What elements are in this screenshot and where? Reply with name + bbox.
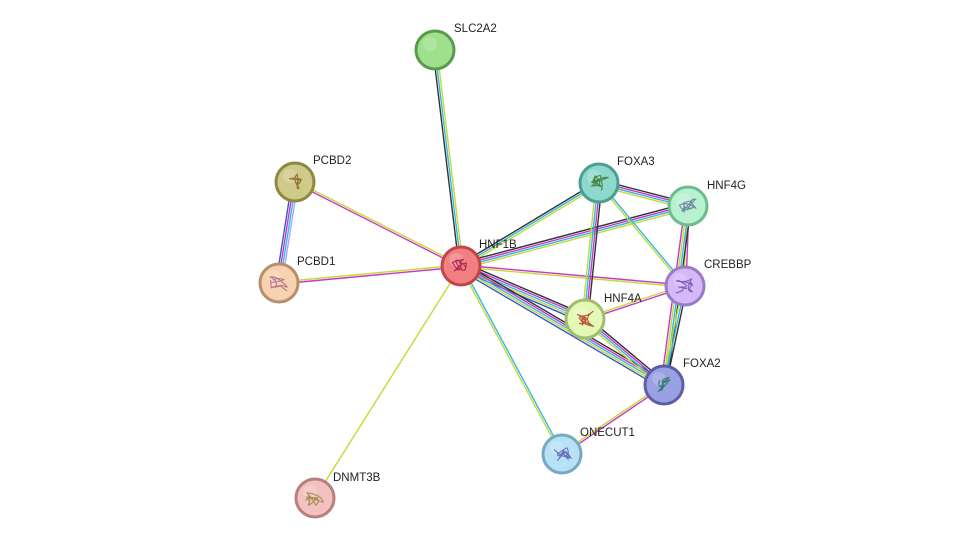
node-circle[interactable] [564,298,606,340]
edge-line-text-mining [597,183,685,288]
edge-line-text-mining [460,266,685,288]
edge-line-text-mining [461,208,689,270]
node-foxa2[interactable]: FOXA2 [643,358,721,406]
edge-line-databases [460,265,665,386]
edge-line-experiments [585,183,601,320]
node-circle[interactable] [440,245,482,287]
edge-line-databases [460,265,586,320]
edge-foxa2-onecut1[interactable] [561,383,665,456]
node-pcbd2[interactable]: PCBD2 [274,155,351,203]
edge-line-experiments [461,263,587,318]
edge-line-coexpression [432,50,460,267]
node-highlight [652,372,666,386]
edge-hnf1b-hnf4g[interactable] [460,202,689,270]
node-circle[interactable] [643,364,685,406]
edge-line-databases [461,265,564,454]
node-pcbd1[interactable]: PCBD1 [258,256,335,304]
node-label: FOXA2 [683,358,721,370]
edge-hnf1b-pcbd1[interactable] [278,264,462,285]
node-circle[interactable] [294,477,336,519]
node-label: FOXA3 [617,156,655,168]
edge-line-databases [583,182,599,319]
node-highlight [676,193,690,207]
node-highlight [267,270,281,284]
edge-line-neighborhood [458,268,663,390]
node-highlight [423,37,437,51]
node-highlight [573,306,587,320]
edge-line-databases [461,206,689,268]
edge-line-text-mining [436,49,464,266]
edge-hnf1b-foxa3[interactable] [459,180,601,269]
node-label: ONECUT1 [580,427,635,439]
edge-hnf1b-foxa2[interactable] [458,261,667,390]
edge-line-coexpression [462,261,587,316]
edge-foxa3-hnf4a[interactable] [581,182,603,320]
edge-line-experiments [562,385,665,456]
node-label: PCBD1 [297,256,335,268]
edge-line-text-mining [561,383,664,454]
edge-line-text-mining [314,265,462,499]
edge-line-experiments [279,266,462,285]
edge-line-experiments [460,204,688,266]
edge-hnf1b-crebbp[interactable] [460,264,686,288]
node-crebbp[interactable]: CREBBP [664,259,752,307]
node-label: PCBD2 [313,155,351,167]
node-label: HNF4A [604,293,642,305]
edge-line-databases [599,181,687,286]
node-circle[interactable] [667,185,709,227]
node-circle[interactable] [414,29,456,71]
node-circle[interactable] [578,162,620,204]
edge-line-text-mining [278,264,461,283]
node-highlight [550,441,564,455]
edge-line-coexpression [459,180,599,265]
edge-line-coexpression [460,202,688,264]
node-hnf4a[interactable]: HNF4A [564,293,642,340]
edge-hnf1b-pcbd2[interactable] [294,180,462,268]
node-hnf1b[interactable]: HNF1B [440,239,517,287]
edge-line-experiments [294,182,461,268]
edge-line-text-mining [459,267,664,388]
edge-line-databases [460,182,600,267]
edge-line-experiments [461,263,666,384]
node-label: HNF4G [707,180,746,192]
node-highlight [449,253,463,267]
edge-line-text-mining [459,267,585,322]
edge-line-coexpression [587,183,603,320]
node-circle[interactable] [258,262,300,304]
node-slc2a2[interactable]: SLC2A2 [414,23,497,71]
node-circle[interactable] [541,433,583,475]
node-label: DNMT3B [333,472,381,484]
edge-hnf1b-dnmt3b[interactable] [314,265,462,499]
node-onecut1[interactable]: ONECUT1 [541,427,635,475]
node-highlight [303,485,317,499]
edge-foxa3-crebbp[interactable] [597,181,687,288]
node-circle[interactable] [274,161,316,203]
node-highlight [587,170,601,184]
node-highlight [283,169,297,183]
node-highlight [673,273,687,287]
edge-line-text-mining [295,180,462,266]
edge-line-experiments [461,264,686,286]
edge-line-databases [434,49,462,267]
node-label: SLC2A2 [454,23,497,35]
edge-line-text-mining [461,184,601,269]
edge-line-text-mining [581,182,597,319]
node-circle[interactable] [664,265,706,307]
node-label: CREBBP [704,259,752,271]
edge-line-text-mining [459,266,562,455]
edge-layer [275,49,692,499]
edge-hnf1b-onecut1[interactable] [459,265,564,455]
node-dnmt3b[interactable]: DNMT3B [294,472,381,519]
edge-hnf1b-slc2a2[interactable] [432,49,464,267]
node-label: HNF1B [479,239,517,251]
node-hnf4g[interactable]: HNF4G [667,180,746,227]
